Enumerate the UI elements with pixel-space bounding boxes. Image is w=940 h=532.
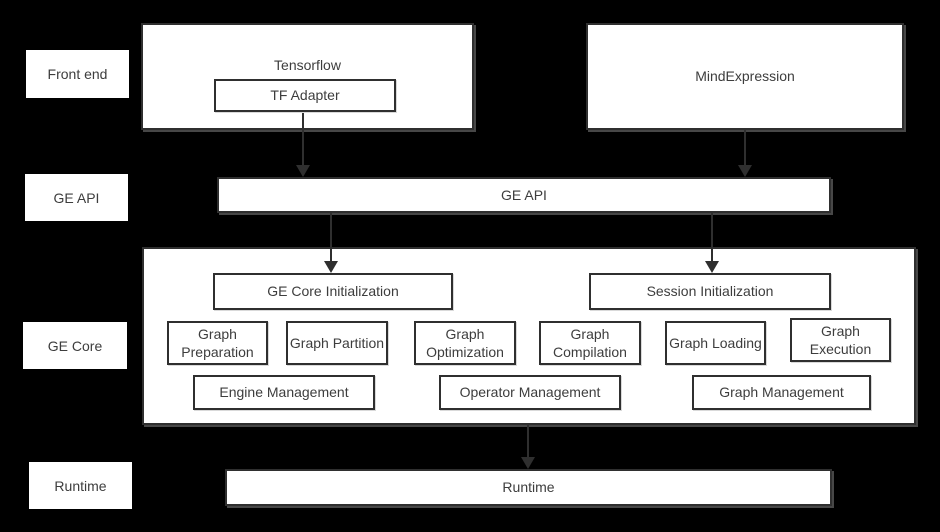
arrow-mindexpression-to-geapi: [738, 130, 752, 177]
graph-management-box: Graph Management: [692, 375, 871, 410]
tf-adapter-box: TF Adapter: [214, 79, 396, 112]
arrow-stem: [711, 213, 713, 262]
arrow-down-icon: [705, 261, 719, 273]
session-initialization-box: Session Initialization: [589, 273, 831, 310]
arrow-down-icon: [521, 457, 535, 469]
tensorflow-box: Tensorflow TF Adapter: [141, 23, 474, 130]
tensorflow-label: Tensorflow: [274, 57, 341, 73]
arrow-stem: [330, 213, 332, 262]
arrow-stem: [744, 130, 746, 166]
graph-optimization-box: Graph Optimization: [414, 321, 516, 365]
arrow-geapi-to-session-initialization: [705, 213, 719, 273]
graph-preparation-box: Graph Preparation: [167, 321, 268, 365]
graph-compilation-box: Graph Compilation: [539, 321, 641, 365]
side-label-ge-api: GE API: [25, 174, 128, 221]
runtime-bar: Runtime: [225, 469, 832, 506]
graph-loading-box: Graph Loading: [665, 321, 766, 365]
arrow-down-icon: [738, 165, 752, 177]
ge-api-bar: GE API: [217, 177, 831, 213]
graph-partition-box: Graph Partition: [286, 321, 388, 365]
operator-management-box: Operator Management: [439, 375, 621, 410]
side-label-ge-core: GE Core: [23, 322, 127, 369]
arrow-gecore-to-runtime: [521, 425, 535, 469]
arrow-stem: [302, 113, 304, 166]
ge-core-initialization-box: GE Core Initialization: [213, 273, 453, 310]
graph-execution-box: Graph Execution: [790, 318, 891, 362]
ge-core-container: GE Core Initialization Session Initializ…: [142, 247, 916, 425]
mindexpression-box: MindExpression: [586, 23, 904, 130]
arrow-stem: [527, 425, 529, 458]
arrow-down-icon: [324, 261, 338, 273]
side-label-front-end: Front end: [26, 50, 129, 98]
arrow-geapi-to-gecore-initialization: [324, 213, 338, 273]
arrow-down-icon: [296, 165, 310, 177]
engine-management-box: Engine Management: [193, 375, 375, 410]
side-label-runtime: Runtime: [29, 462, 132, 509]
arrow-tfadapter-to-geapi: [296, 113, 310, 177]
